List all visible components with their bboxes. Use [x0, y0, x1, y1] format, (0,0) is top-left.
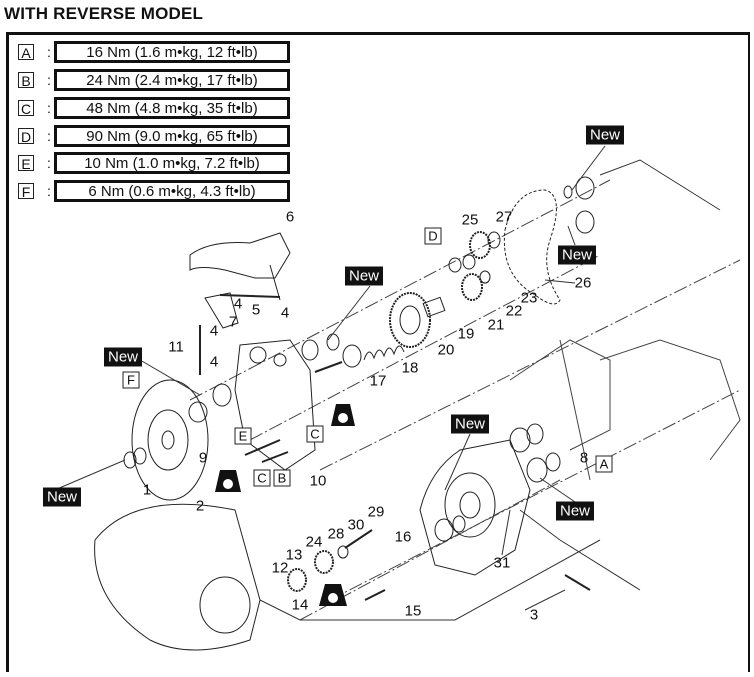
part-label: 23 [520, 289, 538, 307]
part-label: 1 [142, 481, 152, 499]
part-label: 17 [369, 372, 387, 390]
part-label: 10 [309, 472, 327, 490]
part-label: 30 [347, 516, 365, 534]
colon: : [47, 155, 51, 171]
new-badge: New [344, 266, 384, 286]
torque-value: 24 Nm (2.4 m•kg, 17 ft•lb) [54, 69, 290, 91]
part-label: 11 [168, 338, 184, 356]
new-badge: New [557, 245, 597, 265]
torque-ref-e: E [234, 427, 252, 445]
leader-lines [49, 145, 606, 611]
colon: : [47, 183, 51, 199]
part-label: 21 [487, 316, 505, 334]
torque-ref-a: A [595, 455, 613, 473]
outline-lines [259, 159, 721, 621]
part-label: 26 [574, 274, 592, 292]
part-label: 20 [437, 341, 455, 359]
new-badge: New [585, 125, 625, 145]
bearings-and-seals [123, 176, 595, 542]
torque-ref-b: B [273, 469, 291, 487]
part-label: 3 [529, 606, 539, 624]
torque-row-e: E:10 Nm (1.0 m•kg, 7.2 ft•lb) [18, 151, 290, 175]
part-label: 4 [280, 304, 290, 322]
part-label: 16 [394, 528, 412, 546]
part-label: 28 [327, 525, 345, 543]
new-badge: New [103, 347, 143, 367]
bolts [244, 361, 591, 601]
part-label: 12 [271, 559, 289, 577]
part-label: 13 [285, 546, 303, 564]
colon: : [47, 72, 51, 88]
clutch-lever [189, 232, 291, 301]
torque-key: E [18, 155, 34, 172]
torque-key: A [18, 44, 34, 61]
colon: : [47, 44, 51, 60]
part-label: 5 [251, 301, 261, 319]
torque-row-a: A:16 Nm (1.6 m•kg, 12 ft•lb) [18, 40, 290, 64]
torque-key: D [18, 128, 34, 145]
new-badge: New [450, 414, 490, 434]
drive-plate [131, 379, 209, 501]
colon: : [47, 128, 51, 144]
torque-row-d: D:90 Nm (9.0 m•kg, 65 ft•lb) [18, 124, 290, 148]
colon: : [47, 100, 51, 116]
linkage-rods [199, 292, 281, 375]
part-label: 18 [401, 359, 419, 377]
part-label: 9 [198, 449, 208, 467]
part-label: 22 [505, 302, 523, 320]
torque-ref-d: D [424, 227, 442, 245]
torque-row-b: B:24 Nm (2.4 m•kg, 17 ft•lb) [18, 68, 290, 92]
torque-value: 90 Nm (9.0 m•kg, 65 ft•lb) [54, 125, 290, 147]
transmission-case [419, 439, 531, 576]
part-label: 4 [209, 322, 219, 340]
part-label: 14 [291, 596, 309, 614]
vehicle-frame [509, 339, 741, 481]
torque-value: 16 Nm (1.6 m•kg, 12 ft•lb) [54, 41, 290, 63]
part-label: 27 [495, 208, 513, 226]
torque-row-c: C:48 Nm (4.8 m•kg, 35 ft•lb) [18, 96, 290, 120]
crankcase-cover [234, 339, 316, 471]
torque-ref-f: F [122, 371, 140, 389]
part-label: 6 [285, 208, 295, 226]
part-label: 15 [404, 602, 422, 620]
torque-key: C [18, 100, 34, 117]
diagram-title: WITH REVERSE MODEL [4, 4, 204, 23]
diagram-frame [6, 32, 750, 672]
gears [287, 231, 501, 592]
torque-key: F [18, 183, 34, 200]
torque-ref-c: C [306, 425, 324, 443]
new-badge: New [555, 501, 595, 521]
drive-chain [503, 189, 561, 305]
torque-value: 10 Nm (1.0 m•kg, 7.2 ft•lb) [54, 152, 290, 174]
torque-key: B [18, 72, 34, 89]
part-label: 7 [228, 313, 238, 331]
guide-lines [189, 179, 741, 621]
part-label: 31 [493, 554, 511, 572]
part-label: 4 [209, 353, 219, 371]
part-label: 19 [457, 325, 475, 343]
torque-row-f: F:6 Nm (0.6 m•kg, 4.3 ft•lb) [18, 179, 290, 203]
torque-value: 48 Nm (4.8 m•kg, 35 ft•lb) [54, 97, 290, 119]
part-label: 24 [305, 533, 323, 551]
torque-value: 6 Nm (0.6 m•kg, 4.3 ft•lb) [54, 180, 290, 202]
part-label: 29 [367, 503, 385, 521]
part-label: 4 [233, 295, 243, 313]
new-badge: New [42, 487, 82, 507]
v-belt-cover [94, 503, 261, 651]
torque-ref-c: C [253, 469, 271, 487]
part-label: 2 [195, 497, 205, 515]
part-label: 25 [461, 211, 479, 229]
part-label: 8 [579, 449, 589, 467]
